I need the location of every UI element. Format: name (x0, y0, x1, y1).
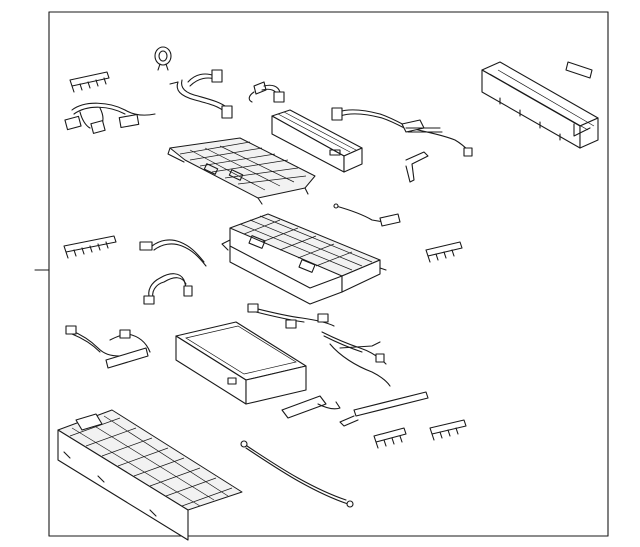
battery-module-top[interactable] (271, 109, 363, 173)
battery-stack[interactable] (221, 213, 387, 305)
diagram-frame (34, 11, 609, 537)
sensor-wire-harness[interactable] (331, 107, 473, 157)
wire-harness-lower-left[interactable] (65, 325, 151, 369)
wire-harness-lower-center[interactable] (247, 303, 391, 387)
ground-cable[interactable] (240, 440, 354, 508)
wire-harness-top-left[interactable] (64, 102, 156, 134)
battery-tray-bottom[interactable] (57, 409, 243, 541)
battery-cover-box[interactable] (481, 61, 599, 149)
duct-bracket[interactable] (281, 395, 341, 419)
small-connector-harness[interactable] (248, 81, 285, 103)
wire-loop-mid-left[interactable] (143, 273, 193, 305)
connector-strip-mid-left[interactable] (63, 235, 117, 259)
battery-case-lower[interactable] (175, 321, 307, 405)
long-bracket-rod[interactable] (339, 391, 429, 427)
connector-strip-bottom-center[interactable] (373, 427, 407, 449)
connector-strip-top-left[interactable] (69, 71, 110, 93)
grommet-clip[interactable] (154, 46, 172, 71)
connector-strip-mid-right[interactable] (425, 241, 463, 263)
wire-lead-mid-left[interactable] (139, 239, 207, 267)
label-tag[interactable] (565, 61, 593, 79)
connector-strip-bottom-right[interactable] (429, 419, 467, 441)
battery-tray-cover[interactable] (167, 137, 316, 205)
j-bracket[interactable] (405, 151, 429, 183)
wire-harness-top-center[interactable] (169, 69, 233, 119)
temperature-sensor-wire[interactable] (333, 203, 401, 227)
